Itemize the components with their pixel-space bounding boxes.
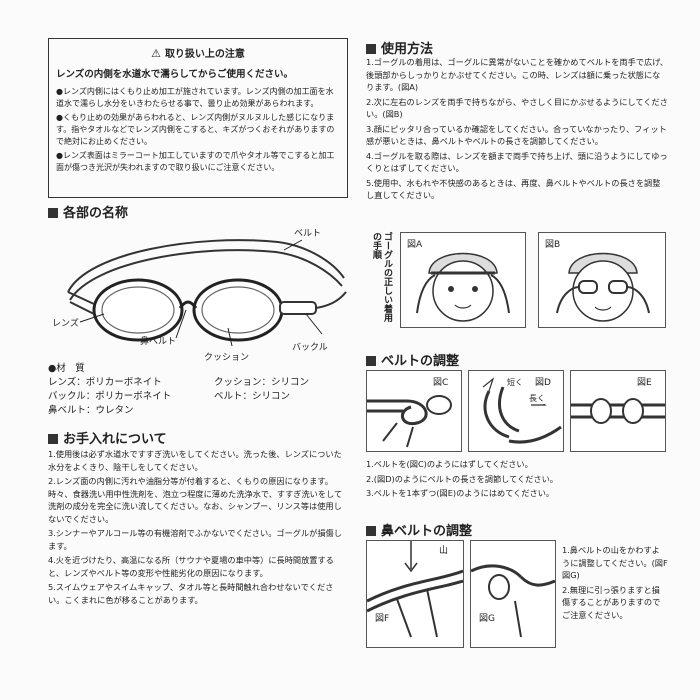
figure-c: 図C	[366, 370, 462, 452]
face-illustration-a	[416, 252, 510, 322]
material-item: ベルト：シリコン	[214, 391, 291, 402]
material-header: ●材 質	[48, 363, 85, 374]
care-list: 1.使用後は必ず水道水ですすぎ洗いをしてください。洗った後、レンズについた水分を…	[48, 448, 348, 608]
nose-adjust-notes: 1.鼻ベルトの山をかわすように調整してください。(図F図G) 2.無理に引っ張り…	[562, 544, 668, 623]
figure-d: 短く 長く 図D	[468, 370, 564, 452]
material-item: バックル：ポリカーボネイト	[48, 391, 172, 402]
goggles-diagram	[67, 239, 347, 347]
label-belt: ベルト	[294, 229, 322, 239]
warning-item: ●レンズ表面はミラーコート加工していますので爪やタオル等でこすると加工面が傷つき…	[56, 151, 335, 172]
care-item: 4.火を近づけたり、高温になる所（サウナや夏場の車中等）に長時間放置すると、レン…	[48, 555, 334, 578]
figure-a-label: 図A	[405, 237, 425, 250]
nose-adjust-note: 2.無理に引っ張りますと損傷することがありますのでご注意ください。	[562, 584, 661, 620]
label-lens: レンズ	[52, 319, 79, 329]
figure-a: 図A	[400, 232, 526, 328]
face-illustration-b	[556, 252, 650, 322]
belt-adjust-note: 2.(図D)のようにベルトの長さを調節してください。	[366, 473, 558, 484]
figure-g: 図G	[470, 540, 556, 648]
belt-length-illustration	[482, 377, 562, 444]
figure-c-label: 図C	[431, 375, 451, 388]
belt-adjust-heading: ベルトの調整	[366, 350, 459, 369]
care-item: 1.使用後は必ず水道水ですすぎ洗いをしてください。洗った後、レンズについた水分を…	[48, 449, 342, 472]
warning-item: ●レンズ内側にはくもり止め加工が施されています。レンズ内側の加工面を水道水で濡ら…	[56, 87, 334, 108]
material-item: 鼻ベルト：ウレタン	[48, 405, 134, 416]
square-bullet-icon	[366, 44, 376, 54]
warning-item: ●くもり止めの効果があらわれると、レンズ内側がヌルヌルした感じになります。指やタ…	[56, 113, 335, 146]
belt-release-illustration	[367, 395, 452, 448]
nose-adjust-heading: 鼻ベルトの調整	[366, 520, 472, 539]
long-label: 長く	[527, 393, 547, 404]
square-bullet-icon	[48, 434, 58, 444]
usage-step: 1.ゴーグルの着用は、ゴーグルに異常がないことを確かめてベルトを両手で広げ、後頭…	[366, 57, 668, 92]
belt-adjust-note: 3.ベルトを1本ずつ(図E)のようにはめてください。	[366, 488, 555, 498]
figure-e: 図E	[570, 370, 666, 452]
nose-adjust-note: 1.鼻ベルトの山をかわすように調整してください。(図F図G)	[562, 545, 668, 580]
figure-f-label: 図F	[373, 611, 392, 624]
square-bullet-icon	[366, 526, 376, 536]
belt-reattach-illustration	[571, 398, 665, 424]
label-nose-belt: 鼻ベルト	[140, 337, 177, 347]
usage-heading: 使用方法	[366, 38, 433, 57]
parts-heading: 各部の名称	[48, 202, 128, 221]
figure-b-label: 図B	[543, 237, 563, 250]
figure-d-label: 図D	[533, 375, 553, 388]
belt-adjust-note: 1.ベルトを(図C)のようにはずしてください。	[366, 459, 533, 469]
warning-lead: レンズの内側を水道水で濡らしてからご使用ください。	[56, 69, 294, 80]
usage-step: 4.ゴーグルを取る際は、レンズを額まで両手で持ち上げ、頭に沿うようにしてゆっくり…	[366, 150, 668, 174]
label-buckle: バックル	[292, 343, 328, 353]
short-label: 短く	[505, 377, 525, 388]
nose-belt-illustration-f	[366, 541, 464, 638]
warning-icon: ⚠	[151, 47, 161, 60]
material-item: クッション：シリコン	[214, 377, 310, 388]
usage-step: 3.顔にピッタリ合っているか確認をしてください。合っていなかったり、フィット感が…	[366, 123, 667, 147]
figure-b: 図B	[538, 232, 666, 328]
usage-side-caption: ゴーグルの正しい着用の手順	[371, 232, 392, 322]
care-item: 2.レンズ面の内側に汚れや油脂分等が付着すると、くもりの原因になります。時々、食…	[48, 476, 343, 524]
warning-title: ⚠取り扱い上の注意	[151, 47, 245, 60]
usage-step: 2.次に左右のレンズを両手で持ちながら、やさしく目にかぶせるようにしてください。…	[366, 96, 668, 120]
belt-adjust-notes: 1.ベルトを(図C)のようにはずしてください。 2.(図D)のようにベルトの長さ…	[366, 458, 666, 502]
figure-g-label: 図G	[477, 611, 497, 624]
usage-steps: 1.ゴーグルの着用は、ゴーグルに異常がないことを確かめてベルトを両手で広げ、後頭…	[366, 56, 668, 204]
square-bullet-icon	[48, 208, 58, 218]
figure-e-label: 図E	[635, 375, 654, 388]
square-bullet-icon	[366, 356, 376, 366]
care-heading: お手入れについて	[48, 428, 167, 447]
nose-belt-illustration-g	[470, 564, 556, 638]
mountain-label: 山	[437, 543, 451, 556]
care-item: 3.シンナーやアルコール等の有機溶剤でふかないでください。ゴーグルが損傷します。	[48, 528, 342, 551]
figure-f: 山 図F	[366, 540, 464, 648]
usage-step: 5.使用中、水もれや不快感のあるときは、再度、鼻ベルトやベルトの長さを調整し直し…	[366, 177, 661, 201]
material-item: レンズ：ポリカーボネイト	[48, 377, 162, 388]
care-item: 5.スイムウェアやスイムキャップ、タオル等と長時間触れ合わせないでください。こく…	[48, 582, 334, 605]
warning-box: ⚠取り扱い上の注意 レンズの内側を水道水で濡らしてからご使用ください。 ●レンズ…	[48, 38, 348, 198]
label-cushion: クッション	[204, 353, 250, 363]
